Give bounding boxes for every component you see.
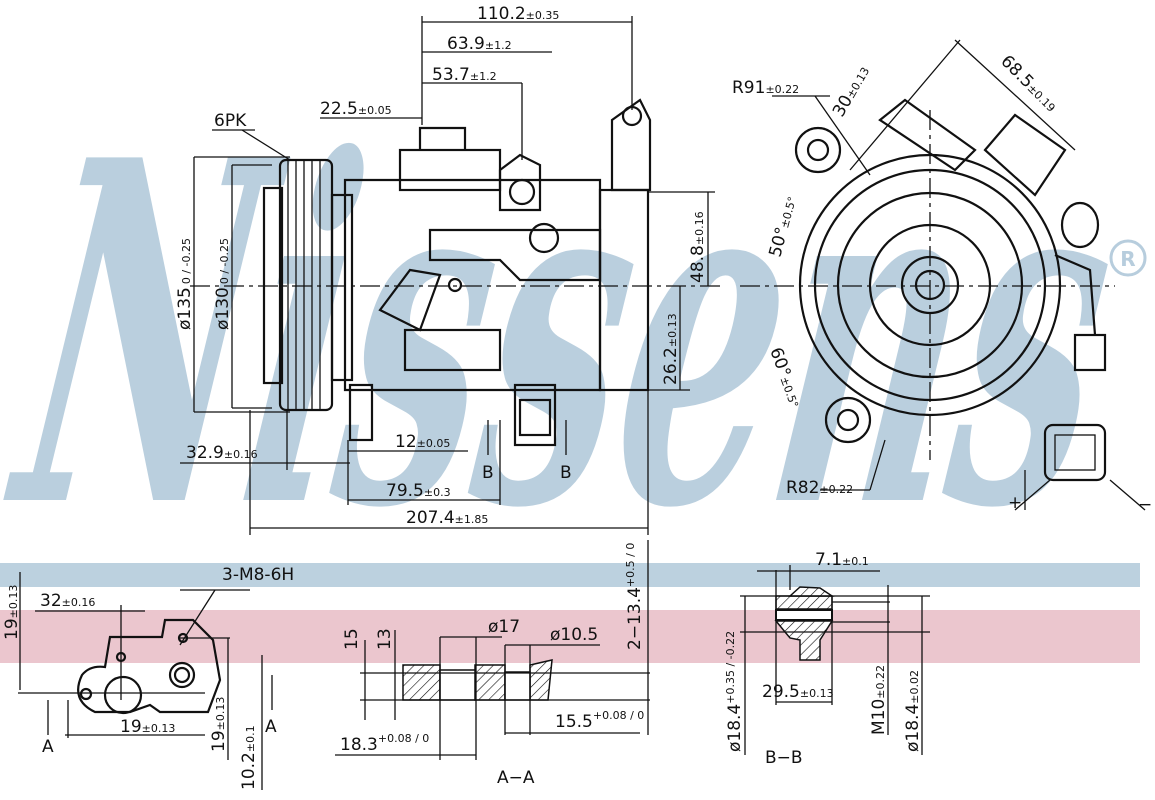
section-b-left: B: [482, 463, 494, 483]
dim-r91: R91±0.22: [732, 78, 799, 98]
dim-63: 63.9±1.2: [447, 34, 512, 54]
section-a-right: A: [265, 717, 277, 737]
dim-79: 79.5±0.3: [386, 481, 451, 501]
brand-watermark: Nissens R: [0, 60, 1147, 611]
dim-bb-7: 7.1±0.1: [815, 550, 869, 570]
dim-dia135: ø1350 / -0.25: [175, 238, 195, 330]
pulley-label: 6PK: [214, 111, 247, 131]
compressor-front-view: [190, 98, 720, 447]
dim-flange-32: 32±0.16: [40, 591, 95, 611]
thread-label: 3-M8-6H: [222, 565, 294, 585]
dim-aa-13: 13: [375, 628, 395, 650]
red-band: [0, 610, 1140, 663]
dim-aa-18: 18.3+0.08 / 0: [340, 732, 429, 755]
dim-flange-w19: 19±0.13: [120, 717, 175, 737]
dim-22: 22.5±0.05: [320, 99, 392, 119]
dim-flange-v10: 10.2±0.1: [239, 725, 259, 790]
section-a-left: A: [42, 737, 54, 757]
section-bb-title: B−B: [765, 748, 803, 768]
svg-text:Nissens: Nissens: [0, 60, 1142, 611]
dim-aa-15-5: 15.5+0.08 / 0: [555, 709, 644, 732]
dim-aa-dia17: ø17: [488, 617, 520, 637]
dim-26: 26.2±0.13: [661, 313, 681, 385]
front-dimension-lines: [180, 16, 715, 535]
dim-bb-29: 29.5±0.13: [762, 682, 834, 702]
svg-text:R: R: [1120, 247, 1135, 271]
dim-bb-m10: M10±0.22: [869, 665, 889, 735]
dim-bb-dia18a: ø18.4+0.35 / -0.22: [724, 631, 745, 752]
terminal-plus: +: [1008, 493, 1022, 513]
compressor-side-view: [740, 39, 1146, 511]
flange-view: [18, 572, 273, 790]
dim-32-9: 32.9±0.16: [186, 443, 258, 463]
dim-bb-dia18b: ø18.4±0.02: [903, 670, 923, 752]
dim-flange-h19: 19±0.13: [2, 585, 22, 640]
dim-207: 207.4±1.85: [406, 508, 488, 528]
dim-r82: R82±0.22: [786, 478, 853, 498]
dim-48: 48.8±0.16: [688, 211, 708, 283]
section-aa-view: [335, 540, 650, 760]
dim-aa-2x13: 2−13.4+0.5 / 0: [624, 543, 645, 650]
section-bb-view: [740, 565, 930, 755]
dim-aa-dia10: ø10.5: [550, 625, 598, 645]
dim-aa-15: 15: [342, 628, 362, 650]
terminal-minus: −: [1138, 495, 1152, 515]
blue-band: [0, 563, 1140, 587]
dim-53: 53.7±1.2: [432, 65, 497, 85]
dim-flange-v19: 19±0.13: [209, 697, 229, 752]
dim-110: 110.2±0.35: [477, 4, 559, 24]
dim-dia130: ø1300 / -0.25: [213, 238, 233, 330]
dim-12: 12±0.05: [395, 432, 450, 452]
section-b-right: B: [560, 463, 572, 483]
section-aa-title: A−A: [497, 768, 535, 788]
